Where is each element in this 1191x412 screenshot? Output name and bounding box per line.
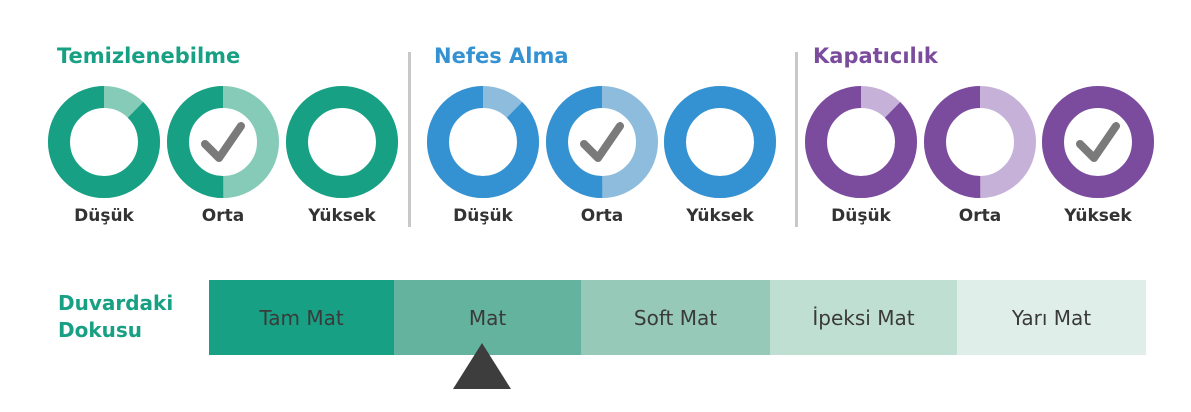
texture-title-line2: Dokusu: [58, 318, 143, 342]
donut-chart: [664, 86, 776, 198]
donut-cell-high: Yüksek: [1042, 86, 1154, 226]
donut-chart: [805, 86, 917, 198]
donut-fill-arc: [546, 86, 658, 198]
level-label: Yüksek: [686, 206, 754, 226]
section-divider: [795, 52, 798, 227]
texture-segment-label: Soft Mat: [633, 305, 718, 330]
donut-fill-arc: [286, 86, 398, 198]
level-label: Düşük: [831, 206, 891, 226]
donut-cell-low: Düşük: [805, 86, 917, 226]
triangle-pointer-icon: [453, 343, 511, 389]
donut-fill-arc: [664, 86, 776, 198]
donut-fill-arc: [48, 86, 160, 198]
donut-cell-mid: Orta: [167, 86, 279, 226]
check-icon: [1076, 122, 1120, 162]
donut-fill-arc: [167, 86, 279, 198]
donut-cell-low: Düşük: [48, 86, 160, 226]
donut-fill-arc: [924, 86, 1036, 198]
texture-segment: Tam Mat: [209, 280, 394, 355]
texture-segment-label: Mat: [468, 305, 507, 330]
texture-segment-label: Yarı Mat: [1011, 305, 1092, 330]
texture-title: Duvardaki Dokusu: [58, 290, 173, 344]
level-label: Yüksek: [308, 206, 376, 226]
donut-fill-arc: [1042, 86, 1154, 198]
texture-scale-bar: Tam Mat Mat Soft Mat İpeksi Mat Yarı Mat: [209, 280, 1146, 355]
level-label: Orta: [958, 206, 1002, 226]
donut-chart: [1042, 86, 1154, 198]
donut-cell-mid: Orta: [546, 86, 658, 226]
donut-chart: [924, 86, 1036, 198]
level-label: Yüksek: [1064, 206, 1132, 226]
texture-title-line1: Duvardaki: [58, 291, 174, 315]
section-divider: [408, 52, 411, 227]
donut-chart: [546, 86, 658, 198]
level-label: Düşük: [453, 206, 513, 226]
donut-cell-low: Düşük: [427, 86, 539, 226]
check-icon: [580, 122, 624, 162]
donut-chart: [427, 86, 539, 198]
texture-segment: İpeksi Mat: [770, 280, 957, 355]
donut-fill-arc: [805, 86, 917, 198]
level-label: Orta: [580, 206, 624, 226]
group-title: Temizlenebilme: [57, 44, 241, 68]
donut-chart: [286, 86, 398, 198]
donut-cell-high: Yüksek: [286, 86, 398, 226]
texture-segment-label: Tam Mat: [259, 305, 344, 330]
texture-segment-label: İpeksi Mat: [812, 305, 915, 330]
donut-chart: [167, 86, 279, 198]
check-icon: [201, 122, 245, 162]
donut-cell-mid: Orta: [924, 86, 1036, 226]
donut-chart: [48, 86, 160, 198]
texture-segment: Mat: [394, 280, 581, 355]
donut-fill-arc: [427, 86, 539, 198]
texture-segment: Yarı Mat: [957, 280, 1146, 355]
donut-cell-high: Yüksek: [664, 86, 776, 226]
texture-segment: Soft Mat: [581, 280, 770, 355]
group-title: Nefes Alma: [434, 44, 569, 68]
group-title: Kapatıcılık: [813, 44, 938, 68]
level-label: Orta: [201, 206, 245, 226]
level-label: Düşük: [74, 206, 134, 226]
